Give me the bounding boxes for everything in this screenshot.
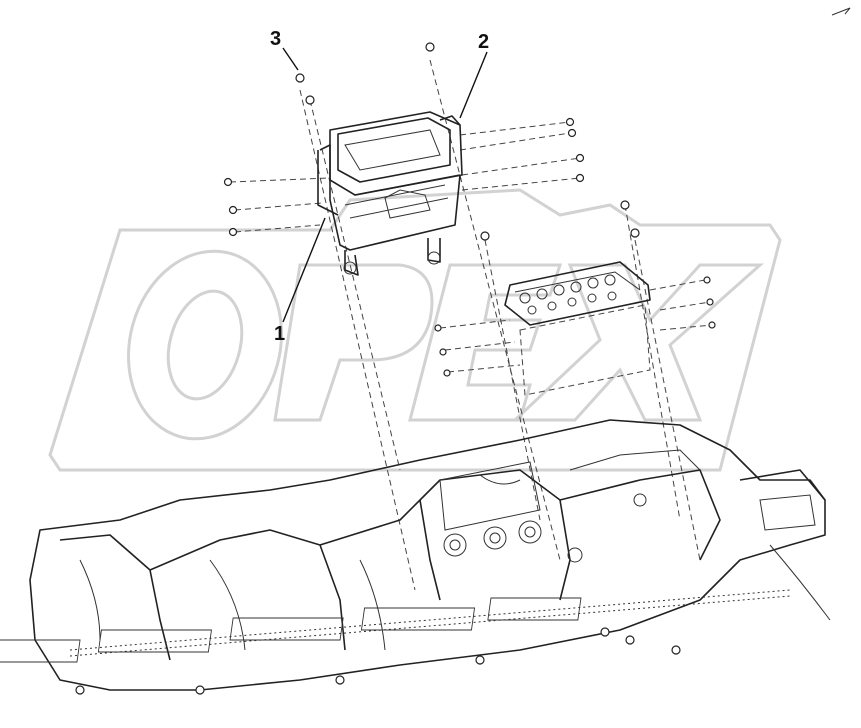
dashboard-frame [29, 419, 831, 691]
display-unit [317, 111, 463, 276]
callout-3: 3 [270, 28, 281, 50]
callout-leaders [282, 47, 488, 323]
corner-mark [831, 7, 851, 16]
callout-1: 1 [274, 323, 285, 345]
assembly-centerlines [229, 59, 713, 591]
switch-panel [504, 261, 651, 396]
opex-watermark-logo [48, 188, 782, 472]
dashboard-vent-grilles [0, 589, 791, 663]
dashboard-mounting-points [75, 627, 681, 695]
callout-2: 2 [478, 31, 489, 53]
mounting-screws [223, 42, 716, 377]
